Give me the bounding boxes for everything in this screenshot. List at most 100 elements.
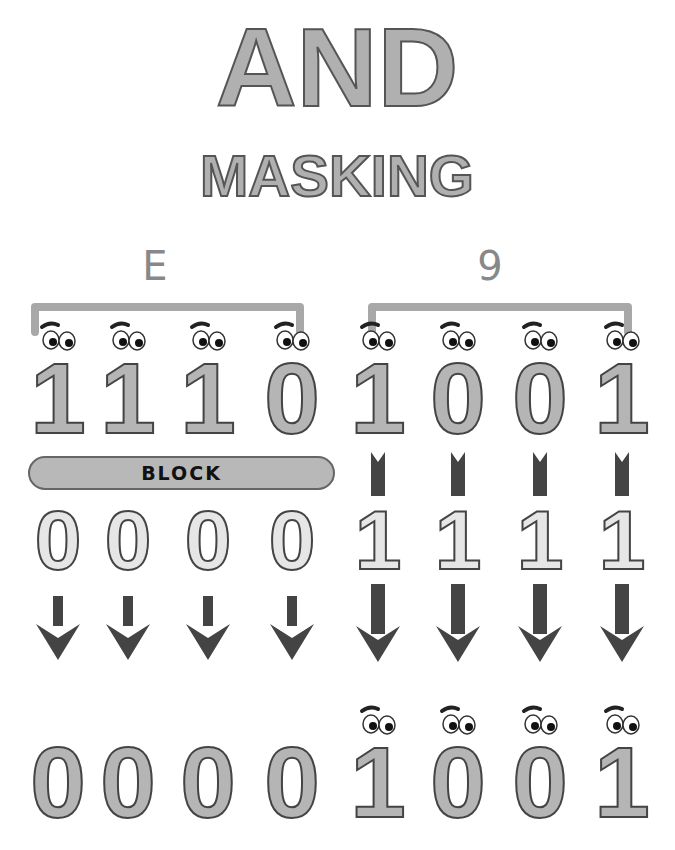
result-bit: 1 bbox=[350, 732, 406, 832]
mask-bit: 0 bbox=[35, 498, 82, 582]
pupil bbox=[547, 339, 555, 347]
hex-digit: 9 bbox=[477, 246, 502, 286]
pupil bbox=[283, 338, 291, 346]
mask-bit: 0 bbox=[105, 498, 152, 582]
arrow-shaft bbox=[371, 584, 385, 634]
eyebrow bbox=[606, 707, 622, 711]
result-bit: 0 bbox=[180, 732, 236, 832]
pupil bbox=[369, 338, 377, 346]
result-bit: 1 bbox=[594, 732, 650, 832]
pupil bbox=[449, 338, 457, 346]
eyebrow bbox=[442, 707, 458, 711]
eyebrow bbox=[606, 323, 622, 327]
pupil bbox=[465, 339, 473, 347]
bit-character: 1 bbox=[180, 348, 236, 448]
eye bbox=[525, 331, 541, 349]
arrow-shaft bbox=[53, 596, 63, 626]
result-bit: 0 bbox=[512, 732, 568, 832]
bit-character: 1 bbox=[100, 348, 156, 448]
mask-bit: 0 bbox=[185, 498, 232, 582]
eyebrow bbox=[42, 323, 58, 327]
eye bbox=[113, 331, 129, 349]
pupil bbox=[547, 723, 555, 731]
arrow-head bbox=[518, 626, 562, 662]
arrow-shaft bbox=[203, 596, 213, 626]
eye bbox=[43, 331, 59, 349]
bit-character: 1 bbox=[350, 348, 406, 448]
result-bit: 0 bbox=[100, 732, 156, 832]
bit-character: 1 bbox=[594, 348, 650, 448]
arrow-head bbox=[436, 626, 480, 662]
arrow-head bbox=[356, 626, 400, 662]
arrow-head bbox=[270, 624, 314, 660]
block-label: BLOCK bbox=[141, 462, 222, 484]
mask-bit: 0 bbox=[269, 498, 316, 582]
pupil bbox=[629, 339, 637, 347]
pupil bbox=[531, 338, 539, 346]
arrow-shaft bbox=[451, 452, 465, 496]
arrow-shaft bbox=[287, 596, 297, 626]
pupil bbox=[369, 722, 377, 730]
bit-character: 1 bbox=[30, 348, 86, 448]
pupil bbox=[385, 723, 393, 731]
arrow-shaft bbox=[533, 452, 547, 496]
bit-character: 0 bbox=[512, 348, 568, 448]
pupil bbox=[613, 338, 621, 346]
eye bbox=[607, 715, 623, 733]
eyebrow bbox=[362, 323, 378, 327]
bracket bbox=[35, 307, 300, 332]
arrow-shaft bbox=[615, 452, 629, 496]
pupil bbox=[49, 338, 57, 346]
result-bit: 0 bbox=[430, 732, 486, 832]
arrow-shaft bbox=[371, 452, 385, 496]
pupil bbox=[465, 723, 473, 731]
pupil bbox=[199, 338, 207, 346]
eye bbox=[277, 331, 293, 349]
pupil bbox=[119, 338, 127, 346]
pupil bbox=[449, 722, 457, 730]
bit-character: 0 bbox=[264, 348, 320, 448]
arrow-shaft bbox=[615, 584, 629, 634]
mask-bit: 1 bbox=[517, 498, 564, 582]
eyebrow bbox=[276, 323, 292, 327]
arrow-shaft bbox=[533, 584, 547, 634]
title: AND bbox=[216, 12, 459, 124]
eyebrow bbox=[524, 323, 540, 327]
eye bbox=[363, 715, 379, 733]
eye bbox=[607, 331, 623, 349]
mask-bit: 1 bbox=[435, 498, 482, 582]
eyebrow bbox=[362, 707, 378, 711]
subtitle: MASKING bbox=[200, 147, 474, 205]
mask-bit: 1 bbox=[355, 498, 402, 582]
eye bbox=[443, 715, 459, 733]
mask-bit: 1 bbox=[599, 498, 646, 582]
block-bar: BLOCK bbox=[28, 456, 335, 490]
arrow-head bbox=[106, 624, 150, 660]
eyebrow bbox=[442, 323, 458, 327]
eye bbox=[363, 331, 379, 349]
pupil bbox=[65, 339, 73, 347]
eyebrow bbox=[112, 323, 128, 327]
arrow-shaft bbox=[123, 596, 133, 626]
pupil bbox=[215, 339, 223, 347]
arrow-head bbox=[186, 624, 230, 660]
pupil bbox=[613, 722, 621, 730]
eyebrow bbox=[192, 323, 208, 327]
result-bit: 0 bbox=[264, 732, 320, 832]
arrow-head bbox=[36, 624, 80, 660]
eyebrow bbox=[524, 707, 540, 711]
pupil bbox=[629, 723, 637, 731]
bit-character: 0 bbox=[430, 348, 486, 448]
pupil bbox=[135, 339, 143, 347]
pupil bbox=[385, 339, 393, 347]
eye bbox=[525, 715, 541, 733]
eye bbox=[443, 331, 459, 349]
pupil bbox=[531, 722, 539, 730]
eye bbox=[193, 331, 209, 349]
arrow-shaft bbox=[451, 584, 465, 634]
hex-digit: E bbox=[142, 246, 167, 286]
pupil bbox=[299, 339, 307, 347]
result-bit: 0 bbox=[30, 732, 86, 832]
bracket bbox=[372, 307, 628, 332]
face-group bbox=[42, 323, 639, 734]
